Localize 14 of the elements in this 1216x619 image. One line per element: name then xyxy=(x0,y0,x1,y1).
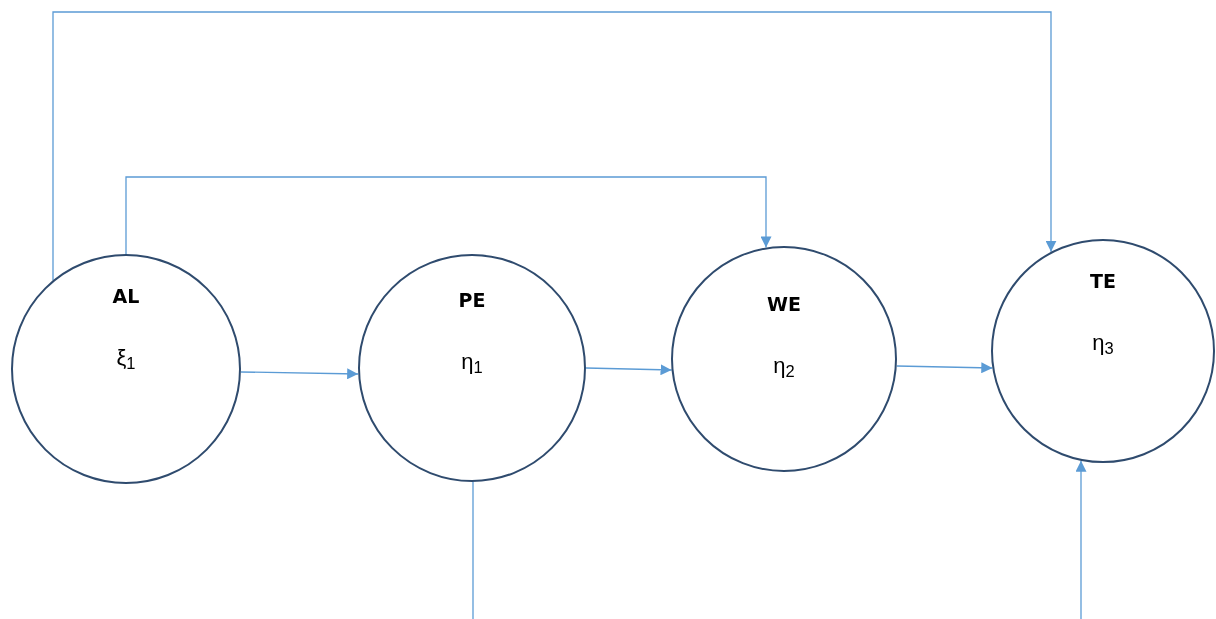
variable-symbol: η$_{2}$ xyxy=(773,351,795,382)
arrow xyxy=(125,176,772,255)
arrow xyxy=(240,368,359,380)
variable-symbol: η$_{3}$ xyxy=(1092,328,1114,359)
variable-name: PE xyxy=(458,288,486,313)
arrow xyxy=(52,11,1057,281)
variable-symbol: ξ$_{1}$ xyxy=(116,343,136,374)
variable-name: TE xyxy=(1090,269,1116,294)
variable-symbol: η$_{1}$ xyxy=(461,347,483,378)
arrow xyxy=(1075,460,1087,619)
variable-name: AL xyxy=(112,284,140,309)
variable-name: WE xyxy=(767,292,801,317)
arrow xyxy=(896,362,993,374)
arrow xyxy=(585,364,673,376)
